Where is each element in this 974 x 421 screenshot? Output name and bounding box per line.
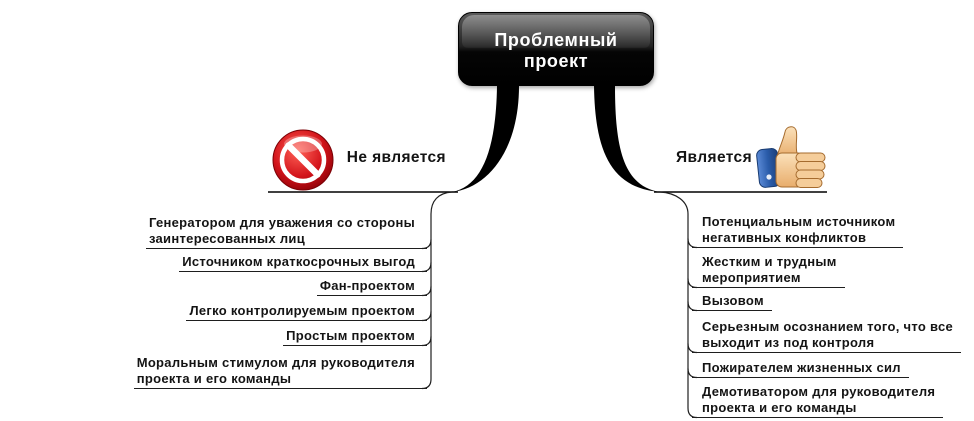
subtopic-text-line: выходит из под контроля xyxy=(702,335,875,350)
subtopic-left-4[interactable]: Легко контролируемым проектом xyxy=(186,303,427,321)
subtopic-text-line: негативных конфликтов xyxy=(702,230,867,245)
left-branch-connector xyxy=(452,86,519,192)
subtopic-text-line: Жестким и трудным xyxy=(702,254,837,269)
subtopic-text-line: Серьезным осознанием того, что все xyxy=(702,319,954,334)
subtopic-text-line: Простым проектом xyxy=(286,328,415,343)
subtopic-text-line: Моральным стимулом для руководителя xyxy=(136,355,415,370)
right-subtopic-spine xyxy=(659,191,698,419)
central-topic-line: проект xyxy=(523,51,589,71)
prohibited-icon xyxy=(272,129,334,191)
subtopic-left-5[interactable]: Простым проектом xyxy=(283,328,427,346)
branch-label-not-is[interactable]: Не является xyxy=(346,149,446,166)
subtopic-text-line: Легко контролируемым проектом xyxy=(189,303,415,318)
subtopic-text-line: Источником краткосрочных выгод xyxy=(182,254,415,269)
prohibited-icon-ring xyxy=(279,136,327,184)
central-topic-line: Проблемный xyxy=(494,30,618,50)
subtopic-text-line: мероприятием xyxy=(702,270,801,285)
subtopic-text-line: проекта и его команды xyxy=(702,400,857,415)
subtopic-right-6[interactable]: Демотиватором для руководителя проекта и… xyxy=(692,384,944,418)
subtopic-text-line: проекта и его команды xyxy=(136,371,292,386)
subtopic-text-line: Пожирателем жизненных сил xyxy=(702,360,901,375)
thumbs-up-fingers xyxy=(795,152,826,188)
subtopic-text-line: заинтересованных лиц xyxy=(148,231,306,246)
subtopic-right-3[interactable]: Вызовом xyxy=(692,293,772,311)
right-branch-connector xyxy=(594,86,660,192)
subtopic-right-2[interactable]: Жестким и трудным мероприятием xyxy=(692,254,845,288)
thumbs-up-thumb xyxy=(776,126,798,158)
prohibited-icon-gloss xyxy=(284,135,322,153)
left-subtopic-spine xyxy=(421,191,453,390)
subtopic-left-1[interactable]: Генератором для уважения со стороны заин… xyxy=(145,215,427,249)
subtopic-left-2[interactable]: Источником краткосрочных выгод xyxy=(179,254,427,272)
subtopic-text-line: Вызовом xyxy=(702,293,764,308)
thumbs-up-cuff xyxy=(756,148,781,188)
subtopic-right-5[interactable]: Пожирателем жизненных сил xyxy=(692,360,909,378)
thumbs-up-icon xyxy=(756,126,826,188)
subtopic-left-3[interactable]: Фан-проектом xyxy=(316,278,427,296)
subtopic-text-line: Демотиватором для руководителя xyxy=(702,384,936,399)
subtopic-left-6[interactable]: Моральным стимулом для руководителя прое… xyxy=(133,355,427,389)
subtopic-text-line: Потенциальным источником xyxy=(702,214,896,229)
subtopic-right-4[interactable]: Серьезным осознанием того, что все выход… xyxy=(692,319,962,353)
branch-label-is[interactable]: Является xyxy=(676,149,753,166)
subtopic-right-1[interactable]: Потенциальным источником негативных конф… xyxy=(692,214,904,248)
prohibited-icon-slash xyxy=(285,142,321,178)
subtopic-text-line: Фан-проектом xyxy=(319,278,415,293)
subtopic-text-line: Генератором для уважения со стороны xyxy=(148,215,415,230)
central-topic[interactable]: Проблемный проект xyxy=(458,12,654,86)
central-topic-title: Проблемный проект xyxy=(459,30,653,72)
